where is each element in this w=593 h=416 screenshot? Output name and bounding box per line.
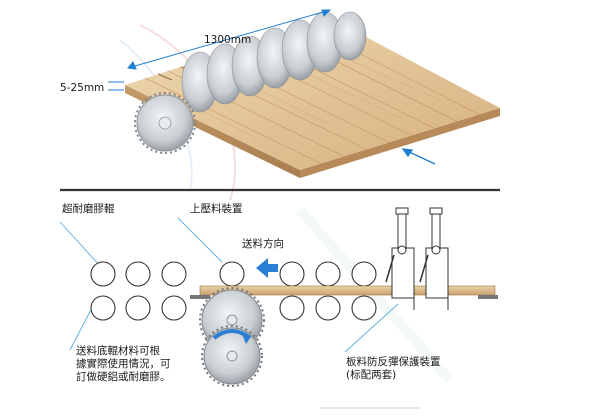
- thickness-dimension: [108, 81, 124, 91]
- bottom-roller-note: 送料底輥材料可根 據實際使用情況，可 訂做硬鋁或耐磨膠。: [76, 345, 171, 383]
- arrow-left-icon: [256, 258, 278, 278]
- top-feed-arrow: [401, 148, 436, 165]
- feed-direction-label: 送料方向: [242, 238, 284, 250]
- anti-kickback-label: 板料防反彈保護裝置 (标配两套): [346, 356, 441, 381]
- roller-label: 超耐磨膠輥: [62, 203, 115, 215]
- board-strip: [190, 285, 498, 299]
- top-saw-blades: [134, 11, 367, 154]
- thickness-label: 5-25mm: [60, 82, 105, 94]
- width-label: 1300mm: [204, 34, 252, 46]
- press-device-label: 上壓料裝置: [190, 203, 243, 215]
- bottom-saw-blades: [199, 287, 265, 387]
- anti-kickback-devices: [385, 207, 449, 310]
- bottom-rollers: [90, 295, 377, 321]
- width-dimension: [127, 9, 332, 70]
- rotation-arrow-icon: [212, 329, 252, 340]
- top-rollers: [90, 261, 377, 287]
